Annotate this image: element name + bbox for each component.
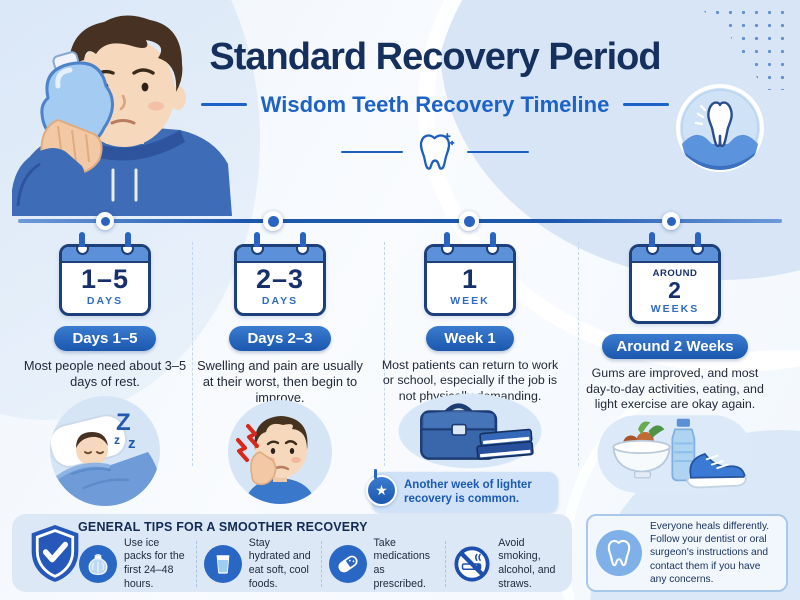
briefcase-and-books-illustration <box>398 393 542 469</box>
column-divider-3 <box>578 242 579 466</box>
timeline-node-2 <box>263 211 283 231</box>
stage-badge: Week 1 <box>426 325 514 351</box>
tip-ice-packs: Use ice packs for the first 24–48 hours. <box>72 537 196 591</box>
ice-pack-icon <box>79 545 117 583</box>
divider-line-right <box>467 150 529 154</box>
tips-row: Use ice packs for the first 24–48 hours.… <box>72 537 570 591</box>
week1-note: ★ Another week of lighter recovery is co… <box>366 469 558 513</box>
stage-description: Swelling and pain are usually at their w… <box>197 357 363 405</box>
calendar-prefix: AROUND <box>652 268 698 279</box>
food-water-sneaker-illustration <box>597 415 753 493</box>
tip-separator <box>195 541 197 587</box>
calendar-number: 2–3 <box>255 264 305 294</box>
timeline-node-1 <box>96 212 114 230</box>
tips-heading: GENERAL TIPS FOR A SMOOTHER RECOVERY <box>78 520 368 534</box>
pill-icon <box>328 545 367 583</box>
sleeping-person-illustration: Z z z <box>50 396 160 506</box>
sleep-z-large: Z <box>116 409 131 436</box>
column-divider-1 <box>192 242 193 466</box>
tip-text: Use ice packs for the first 24–48 hours. <box>124 536 185 590</box>
calendar-unit: WEEK <box>450 294 490 307</box>
stage-badge: Days 1–5 <box>54 325 156 351</box>
calendar-icon: 1 WEEK <box>424 232 516 316</box>
page-subtitle: Wisdom Teeth Recovery Timeline <box>260 91 610 117</box>
tip-medications: Take medications as prescribed. <box>322 537 446 591</box>
calendar-icon: 2–3 DAYS <box>234 232 326 316</box>
star-icon: ★ <box>366 469 397 506</box>
sleep-z-small-1: z <box>114 433 120 447</box>
subtitle-dash-left <box>200 103 247 107</box>
jaw-pain-illustration <box>228 400 332 504</box>
calendar-unit: DAYS <box>261 294 299 307</box>
stage-days-2-3: 2–3 DAYS Days 2–3 Swelling and pain are … <box>196 228 364 508</box>
header: Standard Recovery Period Wisdom Teeth Re… <box>190 36 680 174</box>
calendar-unit: WEEKS <box>650 303 700 316</box>
tip-avoid-smoking: Avoid smoking, alcohol, and straws. <box>446 537 570 591</box>
column-divider-2 <box>384 242 385 466</box>
stage-days-1-5: 1–5 DAYS Days 1–5 Most people need about… <box>20 228 190 508</box>
page-title: Standard Recovery Period <box>209 36 661 78</box>
stage-badge: Days 2–3 <box>229 325 331 351</box>
tooth-divider <box>190 130 680 174</box>
calendar-icon: AROUND 2 WEEKS <box>629 232 721 325</box>
calendar-icon: 1–5 DAYS <box>59 232 151 316</box>
calendar-number: 1 <box>461 264 479 294</box>
tooth-gum-badge-icon <box>676 84 764 172</box>
sleep-z-small-2: z <box>128 435 136 452</box>
pain-bolt-icon <box>246 424 259 448</box>
general-tips-panel: GENERAL TIPS FOR A SMOOTHER RECOVERY Use… <box>12 514 572 592</box>
stage-description: Most people need about 3–5 days of rest. <box>23 357 187 389</box>
timeline-node-4 <box>662 212 680 230</box>
pain-bolt-icon <box>236 438 249 462</box>
disclaimer-text: Everyone heals differently. Follow your … <box>650 520 770 585</box>
calendar-number: 2 <box>668 277 682 303</box>
timeline-line <box>18 219 782 223</box>
divider-line-left <box>341 150 403 154</box>
stage-badge: Around 2 Weeks <box>602 334 748 360</box>
water-glass-icon <box>203 545 242 583</box>
disclaimer-card: Everyone heals differently. Follow your … <box>586 514 788 592</box>
calendar-number: 1–5 <box>80 264 130 294</box>
tip-text: Avoid smoking, alcohol, and straws. <box>498 536 556 590</box>
subtitle-dash-right <box>623 103 670 107</box>
tip-separator <box>445 541 447 587</box>
tip-separator <box>320 541 322 587</box>
man-with-ice-pack-illustration <box>12 15 232 216</box>
tooth-outline-icon <box>419 132 455 170</box>
stage-description: Gums are improved, and most day-to-day a… <box>586 366 764 412</box>
tip-text: Stay hydrated and eat soft, cool foods. <box>248 536 311 590</box>
no-smoking-icon <box>453 545 492 583</box>
subtitle-row: Wisdom Teeth Recovery Timeline <box>190 92 680 118</box>
shield-check-icon <box>31 525 79 582</box>
stage-around-2-weeks: AROUND 2 WEEKS Around 2 Weeks Gums are i… <box>582 228 768 508</box>
calendar-unit: DAYS <box>86 294 124 307</box>
tip-hydration: Stay hydrated and eat soft, cool foods. <box>197 537 321 591</box>
stage-week-1: 1 WEEK Week 1 Most patients can return t… <box>378 228 562 508</box>
note-text: Another week of lighter recovery is comm… <box>404 479 532 506</box>
tooth-icon <box>596 530 642 576</box>
timeline-node-3 <box>459 211 479 231</box>
tip-text: Take medications as prescribed. <box>373 536 431 590</box>
